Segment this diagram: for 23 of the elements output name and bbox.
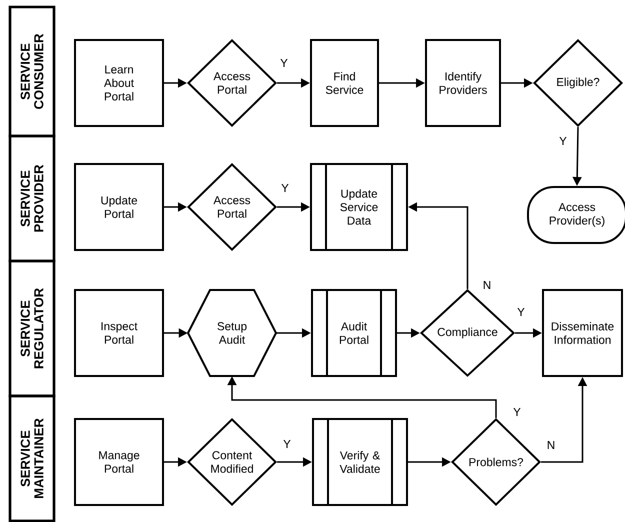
subprocess-box: Verify & Validate <box>312 418 408 506</box>
process-box: Learn About Portal <box>74 39 164 127</box>
process-box: Find Service <box>310 39 379 127</box>
terminal-box: Access Provider(s) <box>527 186 625 244</box>
subprocess-box: Update Service Data <box>310 163 408 251</box>
edge-label: Y <box>517 308 525 316</box>
lane-label: SERVICE PROVIDER <box>8 134 56 262</box>
lane-label: SERVICE MAINTAINER <box>8 394 56 522</box>
edge-label: Y <box>559 137 567 145</box>
edge-label: Y <box>283 440 291 448</box>
edge-label: Y <box>281 184 289 192</box>
lane-label: SERVICE CONSUMER <box>8 6 56 138</box>
process-box: Identify Providers <box>425 39 501 127</box>
process-box: Inspect Portal <box>74 289 164 377</box>
subprocess-box: Audit Portal <box>311 289 397 377</box>
lane-label: SERVICE REGULATOR <box>8 260 56 398</box>
process-box: Update Portal <box>74 163 164 251</box>
edge-label: N <box>484 281 490 289</box>
process-box: Manage Portal <box>74 418 164 506</box>
edge-label: Y <box>513 408 521 416</box>
edge-label: Y <box>280 59 288 67</box>
process-box: Disseminate Information <box>542 289 623 377</box>
edge-label: N <box>548 441 554 449</box>
